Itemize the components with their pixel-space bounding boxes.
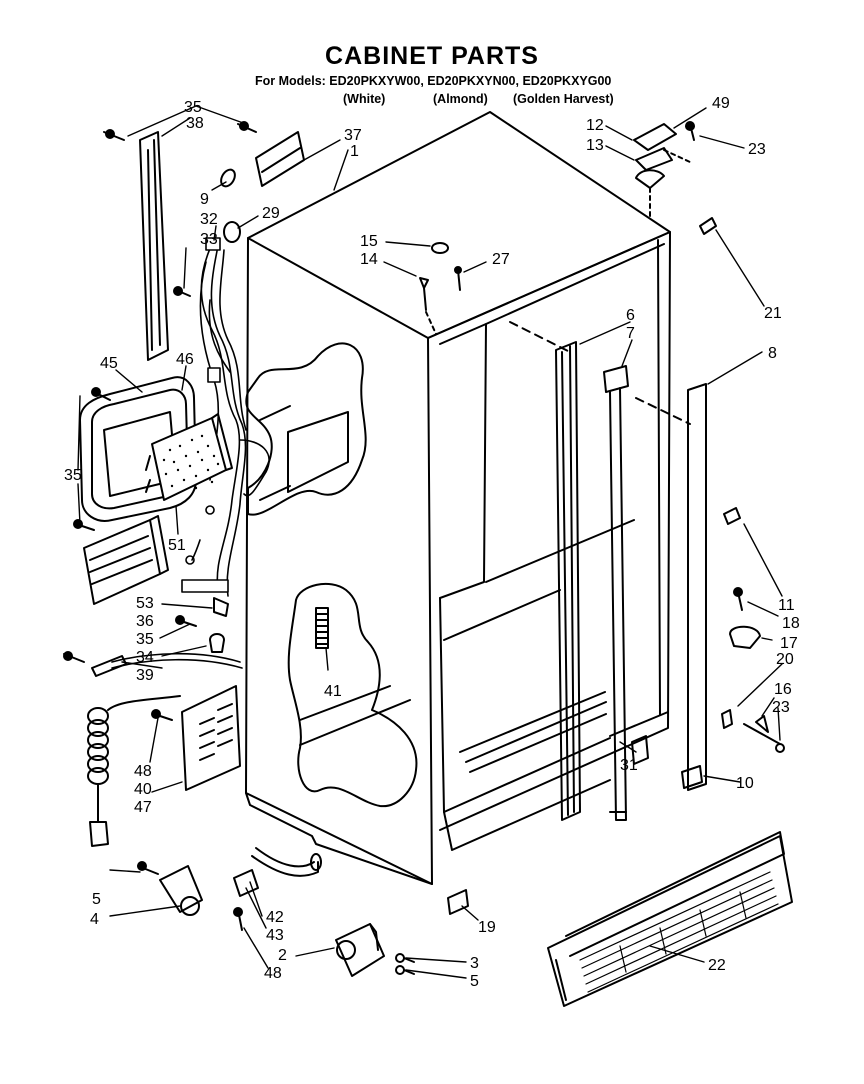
- label-19: 19: [478, 919, 496, 936]
- front-rail-6: [555, 341, 581, 821]
- label-17: 17: [780, 635, 798, 652]
- drain-spring: [315, 607, 329, 649]
- label-38: 38: [186, 115, 204, 132]
- label-23-lower: 23: [772, 699, 790, 716]
- label-13: 13: [586, 137, 604, 154]
- clip-53: [213, 597, 229, 617]
- cutaway-lower: [287, 582, 418, 808]
- label-35-side: 35: [64, 467, 82, 484]
- latch-31: [631, 735, 649, 765]
- wiring-harness: [181, 237, 270, 597]
- label-43: 43: [266, 927, 284, 944]
- label-48-lower: 48: [264, 965, 282, 982]
- bracket-37: [255, 131, 305, 187]
- label-35: 35: [184, 99, 202, 116]
- plug-10: [681, 765, 703, 789]
- label-53: 53: [136, 595, 154, 612]
- label-15: 15: [360, 233, 378, 250]
- label-48: 48: [134, 763, 152, 780]
- label-27: 27: [492, 251, 510, 268]
- label-46: 46: [176, 351, 194, 368]
- side-opening: [287, 411, 349, 493]
- label-39: 39: [136, 667, 154, 684]
- label-8: 8: [768, 345, 777, 362]
- label-12: 12: [586, 117, 604, 134]
- leader-lines: [77, 105, 783, 979]
- label-37: 37: [344, 127, 362, 144]
- label-29: 29: [262, 205, 280, 222]
- label-5-lower: 5: [470, 973, 479, 990]
- label-36: 36: [136, 613, 154, 630]
- roller-4: [159, 865, 203, 916]
- label-45: 45: [100, 355, 118, 372]
- label-33: 33: [200, 231, 218, 248]
- top-hinge: [633, 123, 691, 217]
- part-labels: 35 38 37 1 9 32 29 33 15 14 27 12 13 49 …: [64, 95, 800, 990]
- label-16: 16: [774, 681, 792, 698]
- screws-top: [103, 121, 257, 141]
- label-5: 5: [92, 891, 101, 908]
- plug-15: [431, 242, 449, 254]
- label-22: 22: [708, 957, 726, 974]
- label-40: 40: [134, 781, 152, 798]
- grommet-9: [220, 168, 236, 188]
- variant-white: (White): [343, 92, 386, 106]
- cutaway-upper: [245, 342, 367, 516]
- clamp-34: [209, 633, 225, 653]
- power-cord-40: [87, 652, 243, 847]
- label-49: 49: [712, 95, 730, 112]
- label-42: 42: [266, 909, 284, 926]
- label-14: 14: [360, 251, 378, 268]
- mullion-strip-7: [603, 365, 629, 821]
- label-4: 4: [90, 911, 99, 928]
- label-11: 11: [778, 597, 795, 614]
- cabinet-body: [245, 111, 691, 885]
- variant-almond: (Almond): [433, 92, 488, 106]
- drain-tube-42: [233, 847, 322, 897]
- label-47: 47: [134, 799, 152, 816]
- label-1: 1: [350, 143, 359, 160]
- toe-grille-22: [547, 831, 793, 1007]
- trim-strip-8: [687, 383, 707, 791]
- label-35-mid: 35: [136, 631, 154, 648]
- label-34: 34: [136, 649, 154, 666]
- page-title: CABINET PARTS: [325, 42, 539, 70]
- left-trim-strip: [139, 131, 169, 361]
- label-51: 51: [168, 537, 186, 554]
- label-3: 3: [470, 955, 479, 972]
- bracket-19: [447, 889, 469, 915]
- label-31: 31: [620, 757, 638, 774]
- access-panel-36: [83, 515, 169, 605]
- label-21: 21: [764, 305, 782, 322]
- relay-box-47: [181, 685, 241, 791]
- roller-2: [335, 923, 385, 977]
- hinge-17: [729, 625, 761, 649]
- label-6: 6: [626, 307, 635, 324]
- plug-29: [223, 221, 241, 243]
- label-23: 23: [748, 141, 766, 158]
- label-7: 7: [626, 325, 635, 342]
- models-line: For Models: ED20PKXYW00, ED20PKXYN00, ED…: [255, 74, 612, 88]
- label-41: 41: [324, 683, 342, 700]
- label-2: 2: [278, 947, 287, 964]
- variant-golden-harvest: (Golden Harvest): [513, 92, 614, 106]
- label-10: 10: [736, 775, 754, 792]
- label-9: 9: [200, 191, 209, 208]
- label-20: 20: [776, 651, 794, 668]
- stop-11: [723, 507, 741, 525]
- label-18: 18: [782, 615, 800, 632]
- stop-21: [699, 217, 717, 235]
- label-32: 32: [200, 211, 218, 228]
- insulation-block-51: [151, 413, 233, 501]
